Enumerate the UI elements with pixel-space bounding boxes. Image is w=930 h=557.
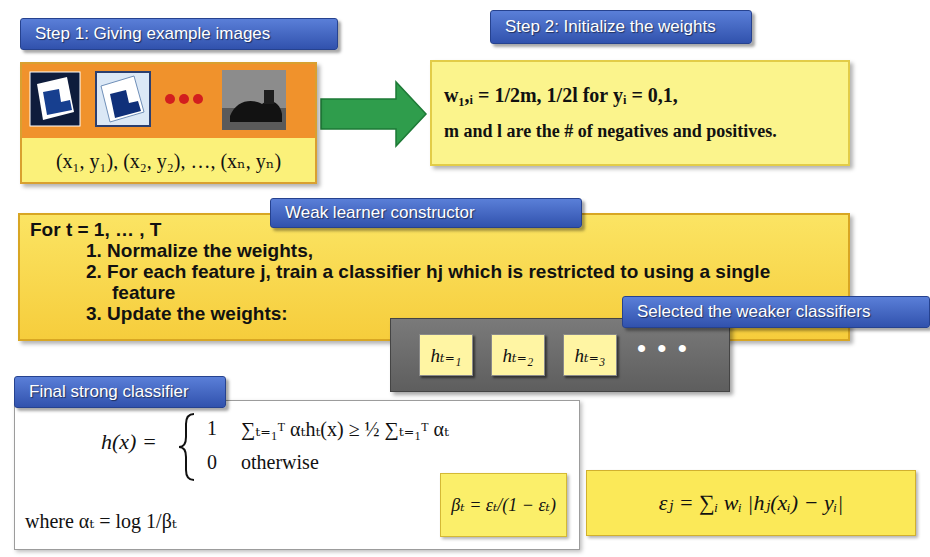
tab-label: Step 2: Initialize the weights	[505, 17, 716, 37]
tab-label: Selected the weaker classifiers	[637, 302, 870, 322]
weak-classifier: hₜ₌₃	[563, 334, 617, 376]
tab-label: Weak learner constructor	[285, 203, 475, 223]
formula-text: m and l are the # of negatives and posit…	[444, 121, 836, 142]
formula-text: otherwise	[241, 451, 319, 474]
formula-text: εⱼ = ∑ᵢ wᵢ |hⱼ(xᵢ) − yᵢ|	[659, 490, 844, 516]
formula-text: 1	[207, 417, 217, 440]
weak-classifier: hₜ₌₂	[491, 334, 545, 376]
block-arrow	[321, 82, 426, 146]
formula-text: 0	[207, 451, 217, 474]
tab-label: Final strong classifier	[29, 382, 189, 402]
example-box: (x₁, y₁), (x₂, y₂), …, (xₙ, yₙ)	[20, 62, 317, 184]
formula-text: where αₜ = log 1/βₜ	[25, 509, 177, 533]
formula-text: ∑ₜ₌₁ᵀ αₜhₜ(x) ≥ ½ ∑ₜ₌₁ᵀ αₜ	[241, 417, 449, 441]
training-set-label: (x₁, y₁), (x₂, y₂), …, (xₙ, yₙ)	[56, 149, 281, 173]
weak-classifier: hₜ₌₁	[419, 334, 473, 376]
step-tab: Weak learner constructor	[270, 198, 582, 228]
tab-label: Step 1: Giving example images	[35, 24, 270, 44]
classifier-label: hₜ₌₃	[575, 344, 606, 367]
beta-box: βₜ = εₜ/(1 − εₜ)	[440, 473, 567, 537]
step-tab: Selected the weaker classifiers	[622, 296, 930, 328]
error-box: εⱼ = ∑ᵢ wᵢ |hⱼ(xᵢ) − yᵢ|	[586, 470, 916, 536]
case-brace	[179, 414, 194, 480]
step-text: 1. Normalize the weights,	[86, 240, 802, 261]
strong-classifier-panel: h(x) = 1 ∑ₜ₌₁ᵀ αₜhₜ(x) ≥ ½ ∑ₜ₌₁ᵀ αₜ 0 otherw…	[14, 400, 580, 550]
formula-text: βₜ = εₜ/(1 − εₜ)	[451, 494, 556, 516]
classifier-label: hₜ₌₁	[431, 344, 462, 367]
panel-ground	[14, 400, 580, 550]
step-tab: Final strong classifier	[14, 376, 226, 408]
formula-text: w₁,ᵢ = 1/2m, 1/2l for yᵢ = 0,1,	[444, 84, 836, 107]
ellipsis: • • •	[637, 333, 689, 364]
formula-text: h(x) =	[101, 429, 157, 455]
classifier-label: hₜ₌₂	[503, 344, 534, 367]
step-tab: Step 2: Initialize the weights	[490, 10, 752, 44]
classifier-tray: • • • hₜ₌₁ hₜ₌₂ hₜ₌₃	[390, 318, 730, 392]
weight-init-box: w₁,ᵢ = 1/2m, 1/2l for yᵢ = 0,1, m and l a…	[430, 60, 850, 166]
step-tab: Step 1: Giving example images	[20, 18, 338, 50]
